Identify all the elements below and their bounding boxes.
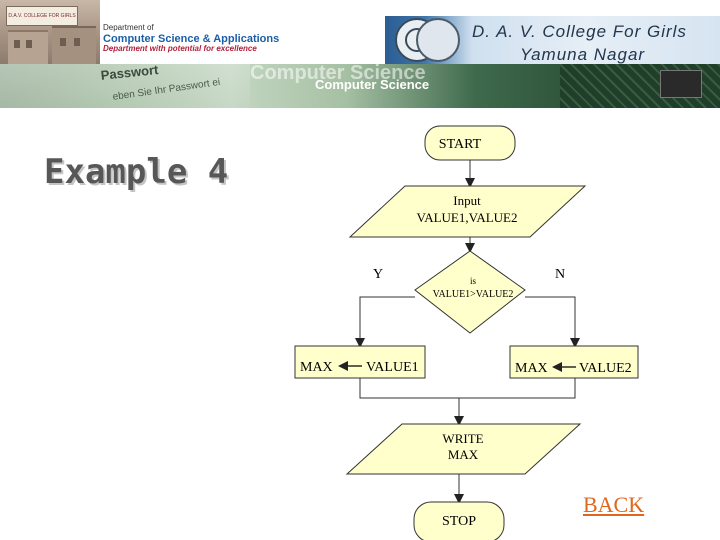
start-terminal: START xyxy=(424,125,516,161)
decision-label-line1: is xyxy=(470,276,477,286)
college-name-line: D. A. V. College For Girls xyxy=(472,22,687,41)
dept-line1: Department of xyxy=(103,23,154,32)
college-name: D. A. V. College For Girls Yamuna Nagar xyxy=(472,20,687,66)
write-box: WRITE MAX xyxy=(345,423,582,475)
dept-line2: Computer Science & Applications xyxy=(103,32,280,45)
department-logo: Department of Computer Science & Applica… xyxy=(103,23,280,54)
assign-left-target: MAX xyxy=(300,360,333,375)
no-label: N xyxy=(555,267,565,282)
photo-sign: D.A.V. COLLEGE FOR GIRLS xyxy=(6,6,78,26)
write-label-line2: MAX xyxy=(448,447,479,462)
banner-text: Computer Science xyxy=(315,77,430,92)
write-label-line1: WRITE xyxy=(442,431,483,446)
assign-left-box: MAX VALUE1 xyxy=(294,345,426,379)
yes-label: Y xyxy=(373,267,383,282)
header-banner: D.A.V. COLLEGE FOR GIRLS Department of C… xyxy=(0,0,720,108)
back-link[interactable]: BACK xyxy=(583,492,645,517)
decision-diamond: is VALUE1>VALUE2 xyxy=(414,250,526,334)
decision-label-line2: VALUE1>VALUE2 xyxy=(433,289,514,300)
stop-terminal: STOP xyxy=(413,501,505,540)
college-city: Yamuna Nagar xyxy=(520,45,646,64)
line-join-left xyxy=(359,378,459,399)
input-label-line1: Input xyxy=(453,193,481,208)
banner-ghost-text: Computer Science xyxy=(250,62,426,84)
stop-label: STOP xyxy=(442,514,476,529)
input-box: Input VALUE1,VALUE2 xyxy=(348,185,587,238)
assign-left-source: VALUE1 xyxy=(366,360,419,375)
arrow-no-branch xyxy=(525,296,580,348)
input-label-line2: VALUE1,VALUE2 xyxy=(417,210,518,225)
chip-icon xyxy=(660,70,702,98)
assign-right-source: VALUE2 xyxy=(579,361,632,376)
college-building-photo: D.A.V. COLLEGE FOR GIRLS xyxy=(0,0,100,68)
start-label: START xyxy=(439,137,482,152)
flow-connectors xyxy=(355,160,580,504)
assign-right-box: MAX VALUE2 xyxy=(509,345,639,379)
line-join-right xyxy=(459,378,576,399)
college-emblem-icon xyxy=(416,18,460,62)
keyboard-image xyxy=(0,64,250,108)
arrow-yes-branch xyxy=(355,296,415,348)
assign-right-target: MAX xyxy=(515,361,548,376)
slide-title: Example 4 xyxy=(44,152,229,192)
dept-tagline: Department with potential for excellence xyxy=(103,43,257,53)
